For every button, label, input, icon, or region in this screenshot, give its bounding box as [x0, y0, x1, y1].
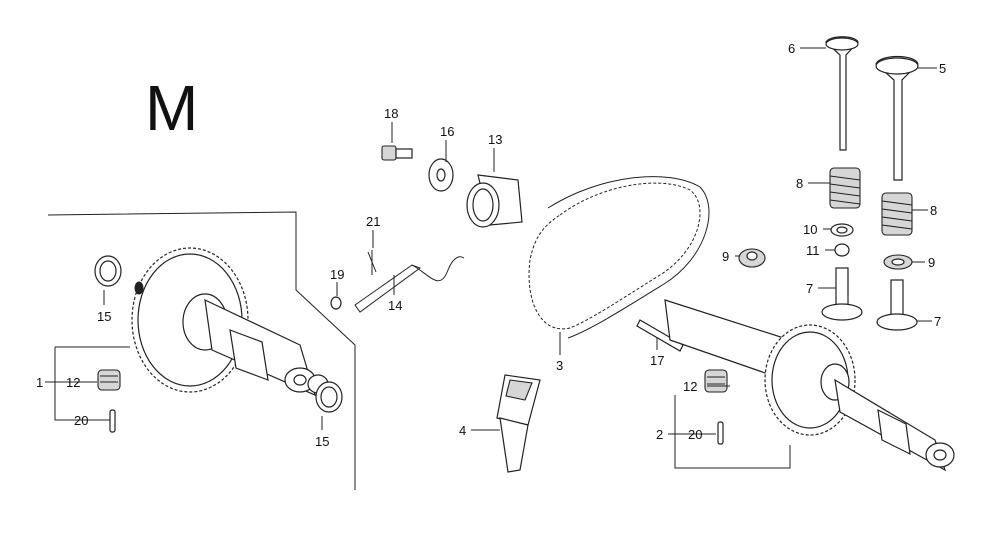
callout-8-left: 8	[796, 176, 803, 191]
callout-6: 6	[788, 41, 795, 56]
callout-19: 19	[330, 267, 344, 282]
spring-8-left	[829, 167, 861, 209]
callout-13: 13	[488, 132, 502, 147]
spring-12-right	[704, 369, 728, 393]
valve-5	[875, 55, 919, 181]
pin-17	[636, 319, 684, 352]
callout-20-right: 20	[688, 427, 702, 442]
callout-20-left: 20	[74, 413, 88, 428]
callout-3: 3	[556, 358, 563, 373]
seal-9-right	[883, 254, 913, 270]
callout-15-bottom: 15	[315, 434, 329, 449]
callout-18: 18	[384, 106, 398, 121]
callout-9-left: 9	[722, 249, 729, 264]
washer-19	[330, 296, 342, 310]
bolt-18	[381, 145, 413, 161]
chain-3	[528, 176, 710, 339]
spring-12-left	[97, 369, 121, 391]
left-camshaft-gear	[131, 247, 249, 393]
section-letter: M	[145, 72, 198, 144]
lifter-7-left	[821, 267, 863, 321]
guide-13	[466, 174, 523, 228]
leader-lines	[80, 47, 937, 435]
right-camshaft	[664, 299, 955, 472]
callout-16: 16	[440, 124, 454, 139]
washer-15-top	[94, 255, 122, 287]
callout-8-right: 8	[930, 203, 937, 218]
callout-11: 11	[806, 243, 820, 258]
callout-17: 17	[650, 353, 664, 368]
retainer-10	[830, 223, 854, 237]
callout-10: 10	[803, 222, 817, 237]
callout-4: 4	[459, 423, 466, 438]
keeper-11	[834, 243, 850, 257]
pin-20-left	[109, 409, 116, 433]
housing-outline	[47, 211, 356, 490]
pin-20-right	[717, 421, 724, 445]
callout-14: 14	[388, 298, 402, 313]
arm-14	[354, 256, 465, 313]
callout-7-left: 7	[806, 281, 813, 296]
callout-12-left: 12	[66, 375, 80, 390]
seal-9-left	[738, 248, 766, 268]
callout-1: 1	[36, 375, 43, 390]
callout-9-right: 9	[928, 255, 935, 270]
spring-8-right	[881, 192, 913, 236]
washer-16	[428, 158, 454, 192]
clip-21	[367, 250, 377, 275]
washer-15-bottom	[315, 381, 343, 413]
left-camshaft	[204, 298, 329, 397]
callout-12-right: 12	[683, 379, 697, 394]
lifter-7-right	[876, 279, 918, 331]
callout-7-right: 7	[934, 314, 941, 329]
valve-6	[825, 36, 859, 151]
callout-5: 5	[939, 61, 946, 76]
tensioner-4	[496, 374, 541, 473]
callout-2: 2	[656, 427, 663, 442]
callout-15-top: 15	[97, 309, 111, 324]
callout-21: 21	[366, 214, 380, 229]
